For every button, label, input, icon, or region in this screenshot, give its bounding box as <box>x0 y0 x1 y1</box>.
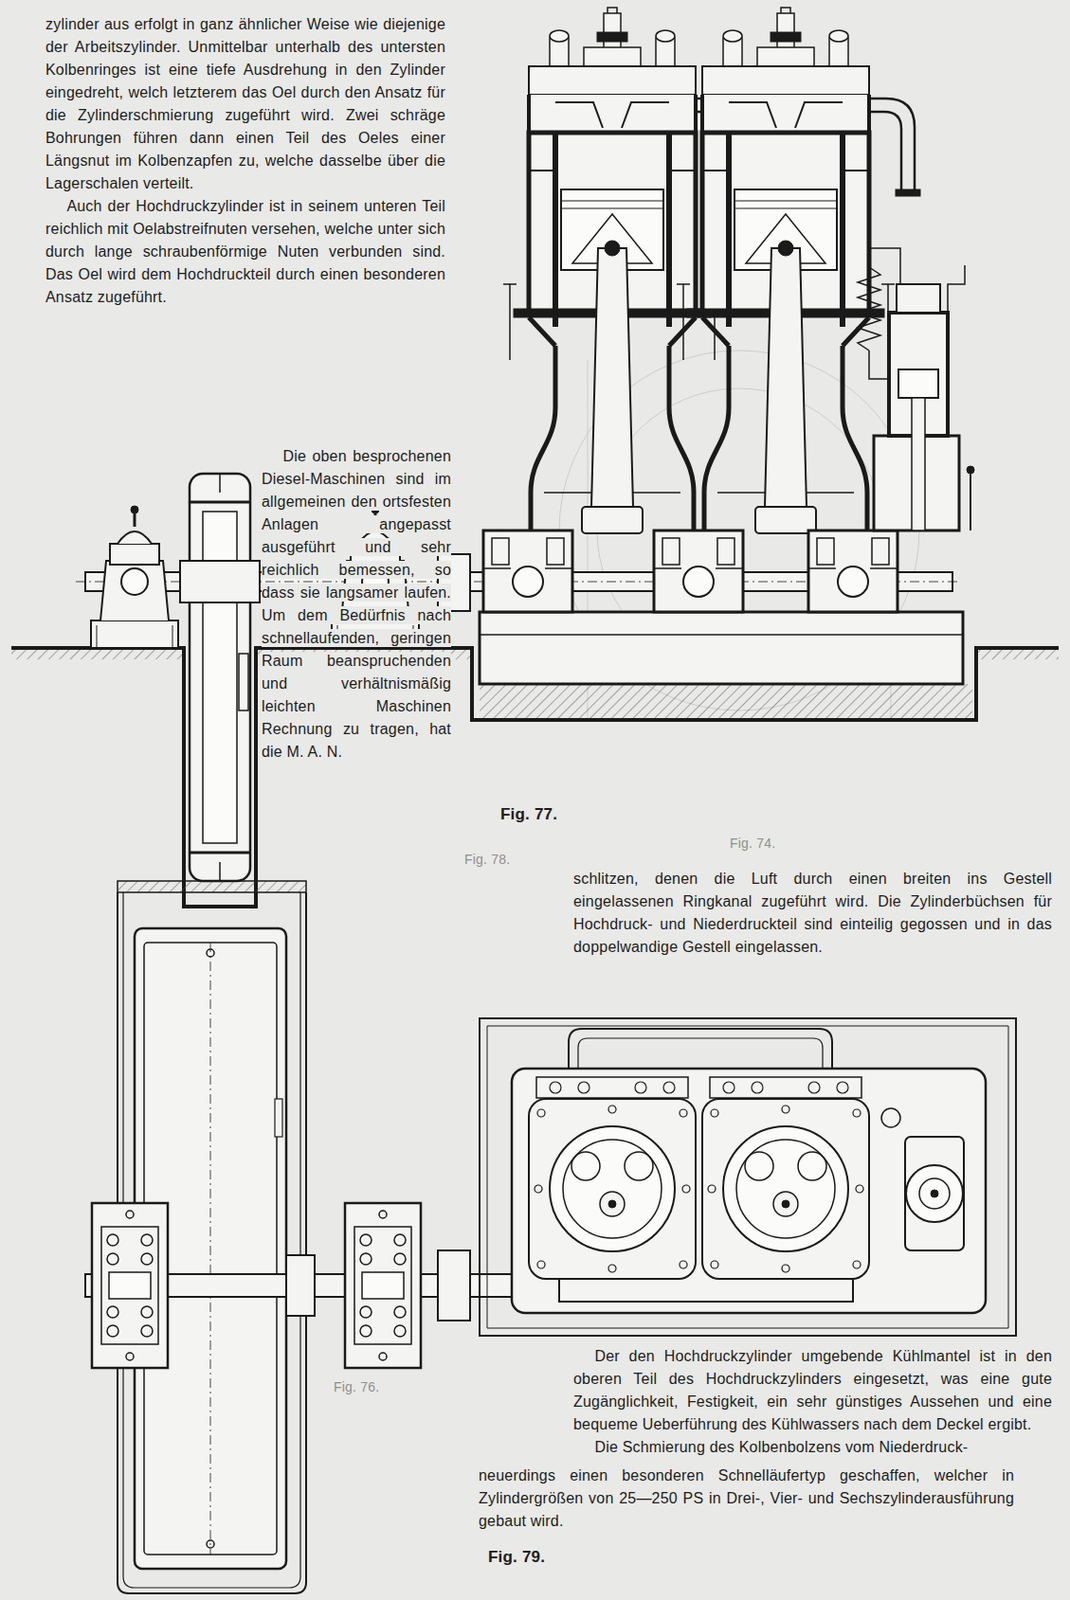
drawing-circle <box>206 949 215 958</box>
text-block: Fig. 78. <box>464 848 510 871</box>
drawing-use <box>91 1203 168 1369</box>
text-block: Der den Hochdruckzylinder umgebende Kühl… <box>573 1345 1052 1437</box>
text-block: Die oben besprochenen Diesel-Maschinen s… <box>261 445 452 764</box>
drawing-rect <box>238 653 249 711</box>
drawing-rect <box>286 1255 315 1317</box>
text-block: Fig. 79. <box>488 1546 545 1570</box>
body-text: Auch der Hochdruckzylinder ist in seinem… <box>45 197 446 307</box>
drawing-path <box>218 473 221 882</box>
drawing-use <box>808 530 898 613</box>
drawing-rect <box>479 684 973 719</box>
drawing-use <box>344 1203 421 1369</box>
body-text: zylinder aus erfolgt in ganz ähnlicher W… <box>45 15 446 193</box>
drawing-rect <box>180 561 260 603</box>
plan-figure <box>85 881 1016 1595</box>
figure-caption: Fig. 77. <box>500 804 558 825</box>
text-block: Die Schmierung des Kolbenbolzens vom Nie… <box>573 1436 1052 1460</box>
drawing-path <box>969 473 972 531</box>
text-block: Fig. 76. <box>333 1376 380 1399</box>
drawing-rect <box>11 650 182 660</box>
drawing-path <box>11 648 1059 907</box>
bleed-through-caption: Fig. 78. <box>464 851 510 869</box>
drawing-path <box>857 267 881 351</box>
body-text: Die Schmierung des Kolbenbolzens vom Nie… <box>594 1438 968 1457</box>
drawing-circle <box>919 1178 950 1210</box>
drawing-rect <box>978 650 1059 660</box>
drawing-path <box>869 248 901 285</box>
drawing-circle <box>966 466 975 474</box>
drawing-rect <box>189 473 251 882</box>
drawing-use <box>702 1077 870 1280</box>
text-block: schlitzen, denen die Luft durch einen br… <box>573 868 1052 960</box>
drawing-rect <box>898 369 939 399</box>
body-text: schlitzen, denen die Luft durch einen br… <box>573 870 1052 957</box>
drawing-path <box>947 265 965 323</box>
bleed-through-caption: Fig. 74. <box>729 834 776 853</box>
drawing-rect <box>117 881 307 893</box>
drawing-path <box>487 1026 1009 1329</box>
drawing-rect <box>274 1099 283 1138</box>
text-block: Fig. 77. <box>500 803 558 827</box>
drawing-rect <box>437 1251 471 1322</box>
drawing-use <box>90 506 179 649</box>
drawing-rect <box>479 612 963 685</box>
drawing-use <box>653 530 744 613</box>
drawing-rect <box>911 398 925 531</box>
drawing-path <box>479 634 963 636</box>
drawing-circle <box>881 1108 901 1128</box>
body-text: Die oben besprochenen Diesel-Maschinen s… <box>261 447 452 762</box>
drawing-use <box>483 530 573 613</box>
drawing-rect <box>896 284 941 313</box>
drawing-path <box>479 1018 1016 1337</box>
drawing-rect <box>511 1069 986 1314</box>
drawing-circle <box>206 1541 215 1549</box>
figure-caption: Fig. 79. <box>488 1547 545 1568</box>
drawing-use <box>528 1077 696 1280</box>
drawing-circle <box>906 1165 963 1223</box>
text-block: Fig. 74. <box>729 832 776 855</box>
text-block: Auch der Hochdruckzylinder ist in seinem… <box>45 195 446 309</box>
text-block: zylinder aus erfolgt in ganz ähnlicher W… <box>45 13 446 196</box>
body-text: neuerdings einen besonderen Schnelläufer… <box>478 1467 1015 1531</box>
drawing-path <box>210 943 212 1556</box>
body-text: Der den Hochdruckzylinder umgebende Kühl… <box>573 1347 1052 1434</box>
elevation-figure <box>11 7 1059 907</box>
drawing-circle <box>930 1190 939 1198</box>
drawing-rect <box>905 1137 964 1252</box>
drawing-path <box>869 350 889 380</box>
drawing-path <box>189 502 251 853</box>
bleed-through-caption: Fig. 76. <box>333 1378 380 1397</box>
text-block: neuerdings einen besonderen Schnelläufer… <box>478 1465 1015 1534</box>
